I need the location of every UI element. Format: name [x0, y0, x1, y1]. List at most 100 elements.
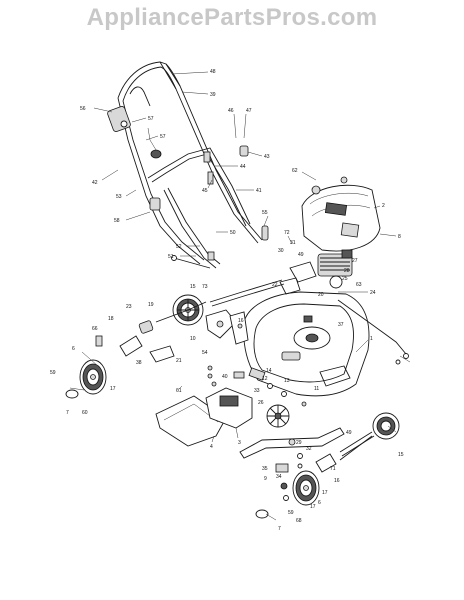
callout-label-39: 39	[210, 92, 216, 98]
callout-label-44: 44	[240, 164, 246, 170]
callout-label-7: 7	[278, 526, 281, 532]
wheel-front-right	[339, 412, 400, 461]
watermark-text: AppliancePartsPros.com	[86, 4, 378, 31]
cable-clips	[149, 145, 269, 261]
callout-label-29: 29	[296, 440, 302, 446]
callout-label-12: 12	[262, 376, 268, 382]
height-adjuster	[149, 309, 237, 363]
callout-label-38: 38	[136, 360, 142, 366]
hubcap-rear-left	[65, 389, 79, 399]
blade-hardware	[275, 453, 303, 473]
callout-label-4: 4	[210, 444, 213, 450]
callout-label-58: 58	[114, 218, 120, 224]
callout-label-37: 37	[338, 322, 344, 328]
callout-label-32: 32	[306, 446, 312, 452]
callout-label-6: 6	[318, 500, 321, 506]
wheel-rear-right	[292, 470, 320, 506]
callout-label-59: 59	[50, 370, 56, 376]
callout-label-43: 43	[264, 154, 270, 160]
callout-label-30: 30	[278, 248, 284, 254]
callout-label-11: 11	[314, 386, 319, 392]
callout-label-20: 20	[318, 292, 324, 298]
mower-deck	[243, 291, 370, 397]
fuel-cap	[340, 176, 348, 184]
upper-handle	[117, 61, 263, 244]
callout-label-2: 2	[382, 203, 385, 209]
small-hardware	[95, 335, 307, 407]
callout-label-23: 23	[126, 304, 132, 310]
callout-label-19: 19	[148, 302, 154, 308]
callout-label-31: 31	[290, 240, 296, 246]
bail-lever	[107, 86, 151, 132]
callout-label-35: 35	[262, 466, 268, 472]
deck-flap	[279, 261, 317, 295]
callout-numbers: 48 39 56 57 57 42 53 58 46 47 43 45 44 4…	[50, 69, 404, 532]
callout-label-27: 27	[352, 258, 358, 264]
callout-label-3: 3	[238, 440, 241, 446]
callout-label-25: 25	[342, 276, 348, 282]
callout-label-61: 61	[176, 388, 182, 394]
blade	[239, 427, 345, 459]
starter-grip	[147, 127, 162, 159]
callout-label-53: 53	[116, 194, 122, 200]
callout-label-57: 57	[160, 134, 166, 140]
callout-label-57: 57	[148, 116, 154, 122]
handle-bolt	[171, 255, 211, 269]
callout-label-42: 42	[92, 180, 98, 186]
callout-label-47: 47	[246, 108, 252, 114]
callout-label-14: 14	[266, 368, 272, 374]
callout-label-51: 51	[168, 254, 174, 260]
callout-label-52: 52	[176, 244, 182, 250]
blade-adapter	[266, 404, 290, 428]
callout-label-21: 21	[176, 358, 182, 364]
callout-label-6: 6	[72, 346, 75, 352]
callout-label-59: 59	[288, 510, 294, 516]
callout-label-10: 10	[190, 336, 196, 342]
callout-label-22: 22	[272, 282, 278, 288]
callout-label-33: 33	[254, 388, 260, 394]
callout-label-45: 45	[202, 188, 208, 194]
callout-label-62: 62	[292, 168, 298, 174]
callout-label-16: 16	[238, 318, 244, 324]
callout-label-17: 17	[110, 386, 116, 392]
callout-label-68: 68	[296, 518, 302, 524]
callout-label-71: 71	[330, 466, 336, 472]
callout-label-49: 49	[346, 430, 352, 436]
callout-label-15: 15	[398, 452, 404, 458]
callout-label-17: 17	[310, 504, 316, 510]
callout-label-15: 15	[190, 284, 196, 290]
leader-lines	[69, 71, 411, 521]
callout-label-18: 18	[108, 316, 114, 322]
hubcap-rear-right	[255, 482, 289, 519]
height-rod	[209, 279, 285, 307]
callout-label-63: 63	[356, 282, 362, 288]
engine-cover	[301, 184, 381, 252]
callout-label-9: 9	[264, 476, 267, 482]
callout-label-24: 24	[370, 290, 376, 296]
callout-label-66: 66	[92, 326, 98, 332]
callout-label-55: 55	[262, 210, 268, 216]
callout-label-73: 73	[202, 284, 208, 290]
callout-label-48: 48	[210, 69, 216, 75]
chute-door	[205, 387, 253, 429]
callout-label-46: 46	[228, 108, 234, 114]
callout-label-7: 7	[66, 410, 69, 416]
callout-label-49: 49	[298, 252, 304, 258]
callout-label-26: 26	[258, 400, 264, 406]
callout-label-54: 54	[202, 350, 208, 356]
callout-label-8: 8	[398, 234, 401, 240]
callout-label-50: 50	[230, 230, 236, 236]
discharge-rod	[337, 299, 409, 365]
axle-right	[315, 431, 375, 473]
callout-label-28: 28	[344, 268, 350, 274]
callout-label-72: 72	[284, 230, 290, 236]
callout-label-41: 41	[256, 188, 262, 194]
callout-label-16: 16	[334, 478, 340, 484]
callout-label-1: 1	[370, 336, 373, 342]
callout-label-13: 13	[284, 378, 290, 384]
callout-label-34: 34	[276, 474, 282, 480]
left-bracket	[229, 311, 249, 345]
engine-block	[317, 249, 353, 289]
axle-front	[119, 301, 207, 357]
